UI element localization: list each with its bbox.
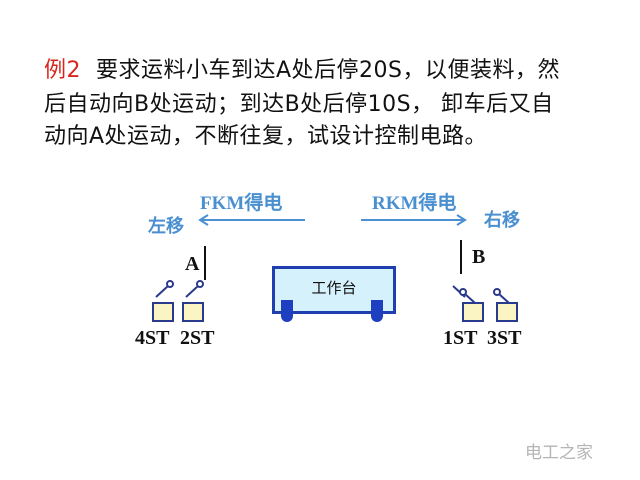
position-b-label: B: [472, 246, 486, 268]
switch-label: 4ST: [135, 327, 170, 349]
wheel-icon: [281, 300, 293, 322]
right-arrow-icon: [361, 214, 467, 226]
limit-switch-1st: [462, 292, 484, 322]
problem-line-1: 例2 要求运料小车到达A处后停20S，以便装料，然: [44, 52, 560, 84]
position-a-marker: [204, 246, 206, 280]
wheel-icon: [371, 300, 383, 322]
left-move-label: 左移: [148, 216, 184, 237]
cart-label: 工作台: [311, 279, 357, 297]
switch-label: 2ST: [180, 327, 215, 349]
position-b-marker: [460, 240, 462, 274]
switch-label: 1ST: [443, 327, 478, 349]
problem-line-3: 动向A处运动，不断往复，试设计控制电路。: [44, 124, 488, 149]
switch-label: 3ST: [487, 327, 522, 349]
text: 要求运料小车到达A处后停20S，以便装料，然: [96, 58, 561, 83]
left-arrow-icon: [198, 214, 305, 226]
right-move-label: 右移: [484, 210, 520, 231]
watermark: 电工之家: [525, 443, 593, 463]
example-label: 例2: [44, 58, 81, 83]
switch-levers-icon: [155, 280, 466, 298]
fkm-label: FKM得电: [200, 193, 283, 214]
position-a-label: A: [185, 253, 200, 275]
limit-switch-4st: [152, 292, 174, 322]
limit-switch-2st: [182, 292, 204, 322]
problem-line-2: 后自动向B处运动；到达B处后停10S， 卸车后又自: [44, 92, 554, 117]
limit-switch-3st: [496, 292, 518, 322]
rkm-label: RKM得电: [372, 193, 457, 214]
